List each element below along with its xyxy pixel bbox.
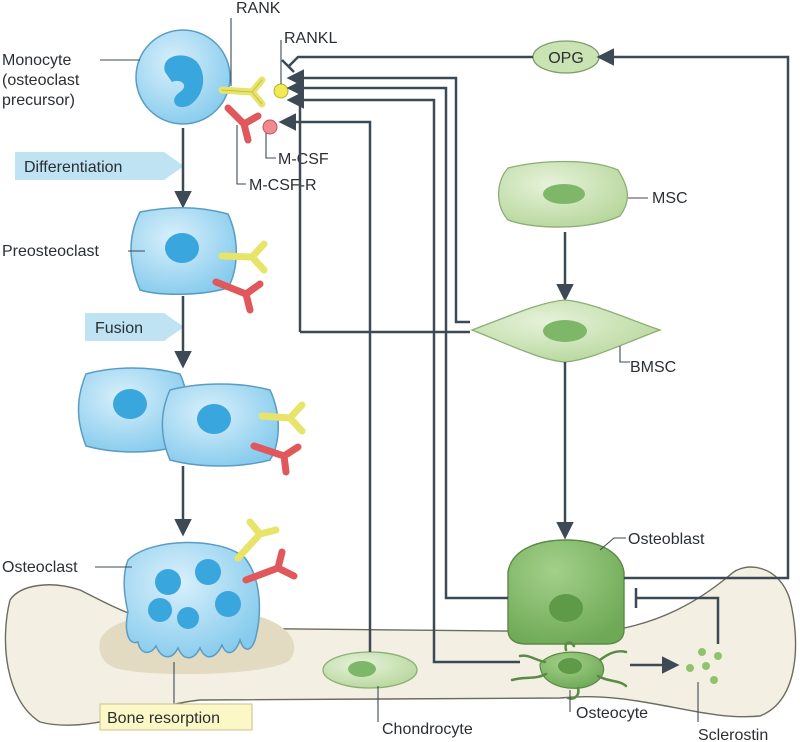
label-rankl: RANKL — [284, 30, 337, 47]
osteocyte-cell — [510, 641, 628, 700]
mcsf-receptor-osteoclast — [242, 548, 298, 584]
mcsf-ligand — [262, 119, 278, 135]
preosteoclast-cell — [130, 207, 237, 295]
svg-text:Bone resorption: Bone resorption — [107, 710, 220, 727]
mcsf-receptor-preosteoclast — [212, 278, 264, 314]
label-osteoblast: Osteoblast — [628, 531, 705, 548]
msc-cell — [497, 160, 628, 228]
inhibition-sclerostin-to-osteoblast — [636, 596, 720, 644]
rank-receptor-monocyte — [218, 76, 266, 108]
signaling-arrows — [278, 48, 790, 664]
label-osteoclast: Osteoclast — [2, 559, 78, 576]
osteoblast-cell — [507, 539, 625, 645]
differentiation-callout: Differentiation — [15, 152, 184, 180]
fusing-cell-right — [161, 383, 279, 467]
svg-text:Differentiation: Differentiation — [24, 159, 122, 176]
svg-text:Fusion: Fusion — [95, 320, 143, 337]
label-mcsf: M-CSF — [278, 151, 329, 168]
label-sclerostin: Sclerostin — [698, 727, 768, 742]
label-monocyte-1: Monocyte — [2, 52, 71, 69]
monocyte-cell — [135, 29, 231, 125]
label-osteocyte: Osteocyte — [576, 705, 648, 722]
label-monocyte-3: precursor) — [2, 92, 75, 109]
fusion-callout: Fusion — [85, 313, 184, 341]
label-mcsfr: M-CSF-R — [249, 177, 317, 194]
bmsc-cell — [470, 299, 662, 363]
osteoclast-cell — [123, 541, 261, 659]
sclerostin-particles — [686, 648, 722, 684]
rank-receptor-preosteoclast — [218, 240, 268, 274]
opg-node: OPG — [532, 40, 600, 74]
label-chondrocyte: Chondrocyte — [382, 721, 473, 738]
svg-text:OPG: OPG — [548, 50, 584, 67]
mcsf-receptor-monocyte — [224, 104, 262, 144]
label-msc: MSC — [652, 190, 688, 207]
rankl-ligand — [273, 83, 289, 99]
chondrocyte-cell — [322, 651, 418, 689]
rank-receptor-fused — [258, 401, 306, 435]
label-rank: RANK — [236, 0, 281, 17]
label-bmsc: BMSC — [630, 359, 676, 376]
label-monocyte-2: (osteoclast — [2, 72, 80, 89]
rank-receptor-osteoclast — [234, 518, 280, 562]
label-preosteoclast: Preosteoclast — [2, 243, 99, 260]
bone-resorption-label-box: Bone resorption — [99, 703, 253, 731]
mcsf-receptor-fused — [250, 442, 302, 476]
fusing-cell-left — [77, 367, 189, 453]
